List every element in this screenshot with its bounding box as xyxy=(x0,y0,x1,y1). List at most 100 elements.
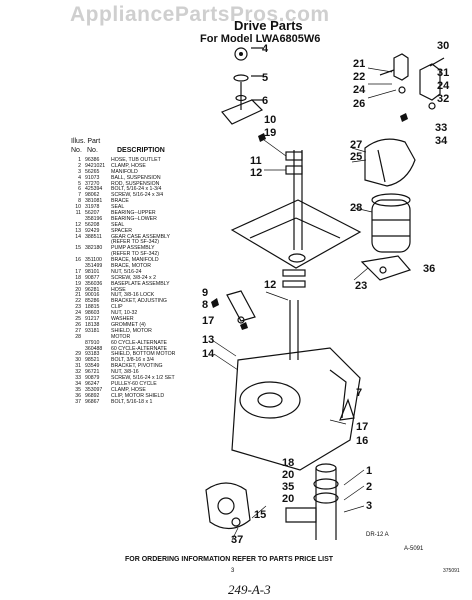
parts-row-part-number: 96892 xyxy=(85,392,100,399)
parts-row-part-number: 90879 xyxy=(85,374,100,381)
parts-row-part-number: 90877 xyxy=(85,274,100,281)
bolts xyxy=(211,52,408,330)
parts-row-description: BRACE xyxy=(111,198,129,205)
ordering-footer: FOR ORDERING INFORMATION REFER TO PARTS … xyxy=(125,556,334,563)
parts-row-description: 60 CYCLE-ALTERNATE xyxy=(111,339,168,346)
parts-row-part-number: 358196 xyxy=(85,215,103,222)
doc-code: 375091 xyxy=(443,568,460,574)
callout-10: 10 xyxy=(264,114,276,126)
manifold-brace xyxy=(339,398,355,421)
parts-row-illus-no: 7 xyxy=(78,192,81,199)
parts-row-description: CLAMP, HOSE xyxy=(111,162,146,169)
parts-row-illus-no: 2 xyxy=(78,162,81,169)
callout-25: 25 xyxy=(350,151,362,163)
page-title: Drive Parts xyxy=(234,18,303,33)
parts-row-part-number: 56265 xyxy=(85,168,100,175)
parts-row-illus-no: 35 xyxy=(75,386,81,393)
motor-shield xyxy=(364,138,416,187)
parts-row-part-number: 356036 xyxy=(85,280,103,287)
callout-12: 12 xyxy=(250,167,262,179)
parts-row-illus-no: 6 xyxy=(78,186,81,193)
parts-row-illus-no: 25 xyxy=(75,316,81,323)
callout-24: 24 xyxy=(353,84,366,96)
callout-21: 21 xyxy=(353,58,365,70)
parts-row-description: NUT, 3/8-16 LOCK xyxy=(111,292,155,299)
parts-row-description: (REFER TO SF-342) xyxy=(111,251,159,258)
parts-row-illus-no: 37 xyxy=(75,398,81,405)
parts-row-part-number: 91217 xyxy=(85,316,100,323)
parts-row-illus-no: 33 xyxy=(75,374,81,381)
parts-row-part-number: 96386 xyxy=(85,157,100,163)
pump-assembly xyxy=(205,482,251,530)
parts-row-part-number: 96867 xyxy=(85,398,100,405)
parts-row-part-number: 85286 xyxy=(85,298,100,305)
parts-row-description: HOSE, TUB OUTLET xyxy=(111,157,161,163)
parts-row-description: (REFER TO SF-342) xyxy=(111,239,159,246)
callout-5: 5 xyxy=(262,72,268,84)
parts-row-illus-no: 27 xyxy=(75,327,81,334)
callout-35: 35 xyxy=(282,481,294,493)
parts-row-part-number: 381081 xyxy=(85,198,103,205)
parts-row: (REFER TO SF-342) xyxy=(71,240,191,246)
parts-row-description: GEAR CASE ASSEMBLY xyxy=(111,233,171,240)
callout-8: 8 xyxy=(202,299,208,311)
part-no-column-header: No. xyxy=(87,147,98,154)
parts-row-illus-no: 30 xyxy=(75,357,81,364)
parts-row-illus-no: 19 xyxy=(75,280,81,287)
callout-numbers: 30 4 5 6 21 22 24 26 31 24 32 10 19 11 1… xyxy=(202,40,450,546)
parts-row-illus-no: 23 xyxy=(75,304,81,311)
parts-row-description: PULLEY-60 CYCLE xyxy=(111,380,157,387)
parts-row: 87910 60 CYCLE-ALTERNATE xyxy=(71,339,191,347)
parts-row-illus-no: 29 xyxy=(75,351,81,358)
parts-row-part-number: 353097 xyxy=(85,386,103,393)
parts-row-description: HOSE xyxy=(111,286,126,293)
parts-row-illus-no: 22 xyxy=(75,298,81,305)
parts-row-description: CLIP xyxy=(111,304,123,311)
parts-row-illus-no: 31 xyxy=(75,363,81,370)
parts-row-illus-no: 34 xyxy=(75,380,81,387)
parts-row-description: 60 CYCLE-ALTERNATE xyxy=(111,345,168,352)
parts-row-part-number: 37270 xyxy=(85,180,100,187)
parts-row-part-number: 9421021 xyxy=(85,162,106,169)
parts-row-illus-no: 13 xyxy=(75,227,81,234)
parts-row-part-number: 351100 xyxy=(85,257,102,264)
callout-32: 32 xyxy=(437,93,449,105)
parts-row: 25 91217 WASHER xyxy=(71,316,191,323)
parts-row-part-number: 18815 xyxy=(85,304,100,311)
parts-row: 2 9421021 CLAMP, HOSE xyxy=(71,162,191,170)
parts-row-description: SEAL xyxy=(111,204,125,211)
parts-row-description: MOTOR xyxy=(111,333,131,340)
illus-part-label: Illus. Part xyxy=(71,138,101,145)
parts-row-part-number: 96247 xyxy=(85,380,100,387)
callout-20-lower: 20 xyxy=(282,493,294,505)
parts-row-illus-no: 3 xyxy=(78,168,81,175)
motor-bottom-shield xyxy=(360,255,412,281)
parts-row-part-number: 87910 xyxy=(85,339,100,346)
parts-row-part-number: 56208 xyxy=(85,221,100,228)
callout-14: 14 xyxy=(202,348,215,360)
parts-row-description: WASHER xyxy=(111,316,134,323)
callout-33: 33 xyxy=(435,122,447,134)
callout-27: 27 xyxy=(350,139,362,151)
callout-2: 2 xyxy=(366,481,372,493)
parts-row-illus-no: 15 xyxy=(75,245,81,252)
parts-row-part-number: 93181 xyxy=(85,327,100,334)
parts-row-description: SCREW, 3/8-24 x 2 xyxy=(111,274,156,281)
parts-row-description: NUT, 10-32 xyxy=(111,310,138,317)
parts-row-description: BRACE, MOTOR xyxy=(111,263,151,270)
